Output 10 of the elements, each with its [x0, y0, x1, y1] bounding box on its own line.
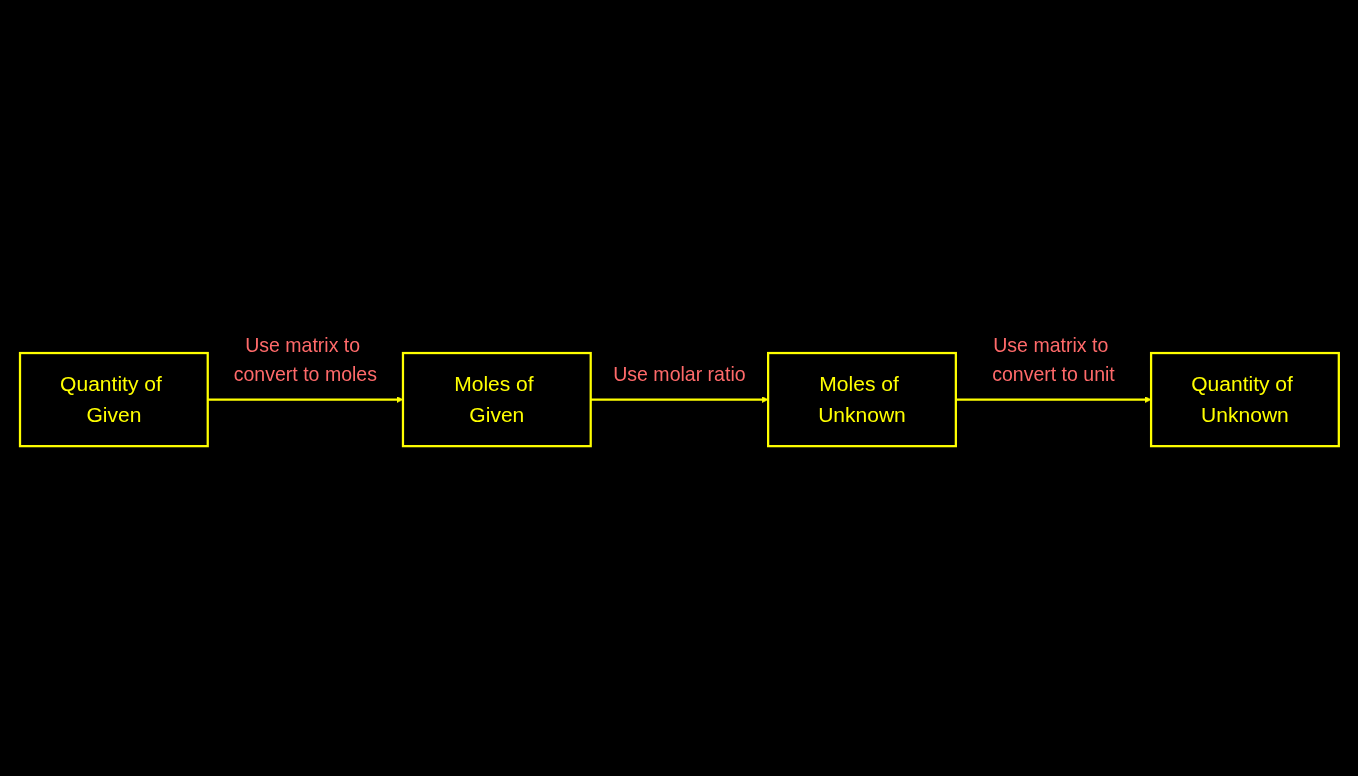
edge-label: Use molar ratio — [612, 363, 746, 386]
arrow — [955, 396, 1151, 404]
node-box: Quantity of Unknown — [1149, 352, 1340, 448]
node-box: Moles of Unknown — [766, 352, 957, 448]
arrow — [207, 396, 403, 404]
node-box: Moles of Given — [401, 352, 592, 448]
node-box: Quantity of Given — [18, 352, 209, 448]
arrow — [590, 396, 768, 404]
edge-label: Use matrix to convert to unit — [991, 333, 1115, 386]
edge-label: Use matrix to convert to moles — [233, 333, 377, 386]
